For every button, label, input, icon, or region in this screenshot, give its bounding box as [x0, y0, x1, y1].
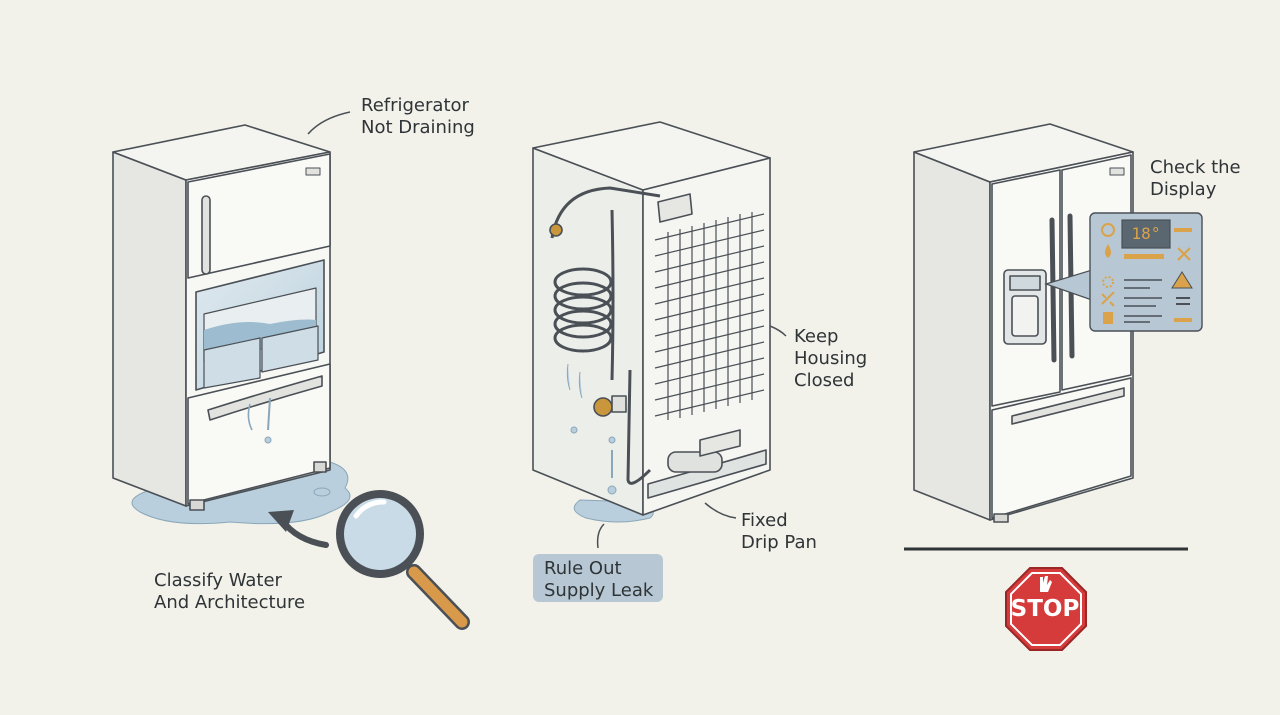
drip-pan-callout-stroke	[704, 502, 737, 519]
rule-out-callout-stroke	[596, 523, 605, 549]
warning-icon	[1171, 271, 1193, 289]
refrigerator-rear-view	[532, 121, 771, 523]
valve-icon	[593, 397, 613, 417]
label-fixed-drip-pan: Fixed Drip Pan	[741, 510, 817, 553]
label-keep-housing-closed: Keep Housing Closed	[794, 326, 868, 391]
title-callout-stroke	[307, 111, 351, 135]
hand-icon	[1040, 576, 1052, 592]
rule-out-highlight	[533, 554, 663, 602]
display-readout: 18°	[1131, 224, 1161, 243]
housing-callout-stroke	[769, 325, 787, 337]
inspect-arrow	[268, 510, 329, 548]
tools-icon	[1177, 247, 1191, 261]
label-check-the-display: Check the Display	[1150, 157, 1241, 200]
label-rule-out-supply-leak: Rule Out Supply Leak	[544, 558, 654, 601]
leaking-refrigerator	[112, 124, 351, 525]
filter-icon	[1101, 291, 1115, 307]
water-drop-icon	[1105, 244, 1111, 258]
stop-sign-icon	[1005, 567, 1087, 651]
list-icon	[1176, 297, 1190, 305]
valve-icon	[549, 223, 563, 237]
ice-icon	[1102, 276, 1114, 288]
control-display-panel	[1044, 212, 1203, 332]
stop-sign-text: STOP	[1010, 596, 1080, 622]
magnifying-glass-icon	[336, 490, 470, 630]
timer-icon	[1101, 223, 1115, 237]
label-refrigerator-not-draining: Refrigerator Not Draining	[361, 95, 475, 138]
label-classify-water: Classify Water And Architecture	[154, 570, 306, 613]
lock-icon	[1103, 312, 1113, 324]
